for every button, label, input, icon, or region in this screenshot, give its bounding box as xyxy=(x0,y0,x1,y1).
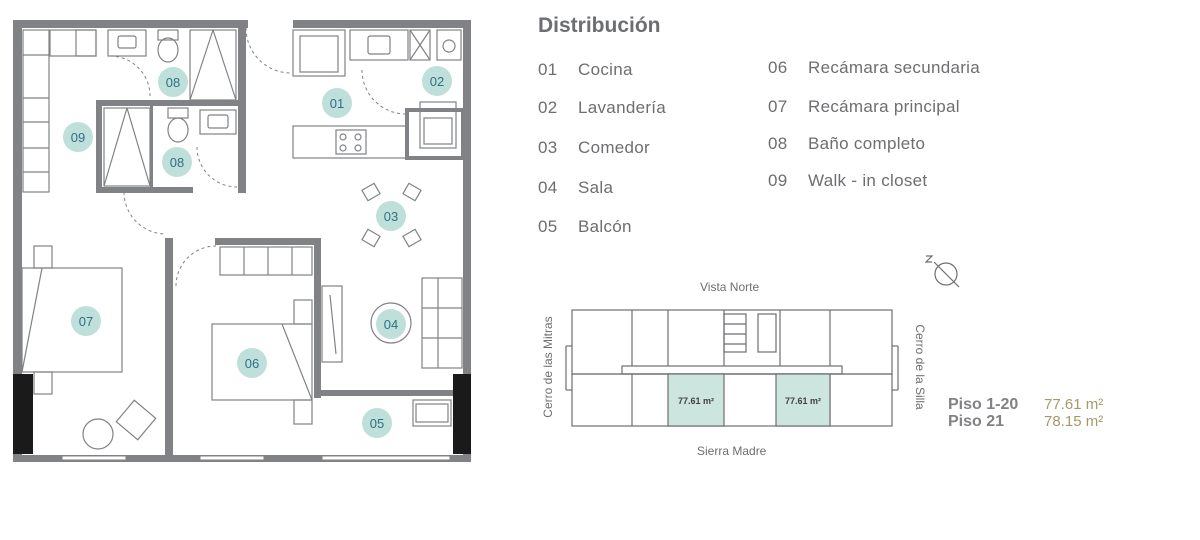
room-marker-label: 09 xyxy=(71,130,85,145)
door-swings xyxy=(109,27,407,287)
floor-plan-walls xyxy=(13,20,471,462)
site-east-label: Cerro de la Silla xyxy=(913,324,927,410)
room-marker xyxy=(376,201,406,231)
room-marker xyxy=(376,309,406,339)
site-unit-area: 77.61 m² xyxy=(785,396,821,406)
floor-plan: 01 02 03 04 05 06 07 08 08 09 xyxy=(13,20,471,462)
site-plan: 77.61 m² 77.61 m² xyxy=(565,309,899,427)
room-marker-label: 08 xyxy=(166,75,180,90)
room-marker xyxy=(237,348,267,378)
site-unit-highlight xyxy=(775,373,831,427)
distribution-title: Distribución xyxy=(538,14,661,37)
site-unit-area: 77.61 m² xyxy=(678,396,714,406)
room-marker-label: 05 xyxy=(370,416,384,431)
site-west-label: Cerro de las Mitras xyxy=(541,316,555,418)
room-marker-label: 07 xyxy=(79,314,93,329)
room-marker-label: 02 xyxy=(430,74,444,89)
site-unit-highlight xyxy=(667,373,725,427)
room-marker-label: 08 xyxy=(170,155,184,170)
floor-plan-room-markers: 01 02 03 04 05 06 07 08 08 09 xyxy=(63,66,452,438)
room-marker xyxy=(322,88,352,118)
floor-plan-fixtures xyxy=(21,29,463,450)
room-marker-label: 04 xyxy=(384,317,398,332)
room-marker xyxy=(71,306,101,336)
room-marker-label: 06 xyxy=(245,356,259,371)
room-marker xyxy=(422,66,452,96)
site-south-label: Sierra Madre xyxy=(697,444,767,458)
room-marker xyxy=(158,67,188,97)
room-marker xyxy=(362,408,392,438)
room-marker-label: 01 xyxy=(330,96,344,111)
site-north-label: Vista Norte xyxy=(700,280,760,294)
compass-icon xyxy=(924,255,960,288)
room-marker-label: 03 xyxy=(384,209,398,224)
room-marker xyxy=(63,122,93,152)
room-marker xyxy=(162,147,192,177)
